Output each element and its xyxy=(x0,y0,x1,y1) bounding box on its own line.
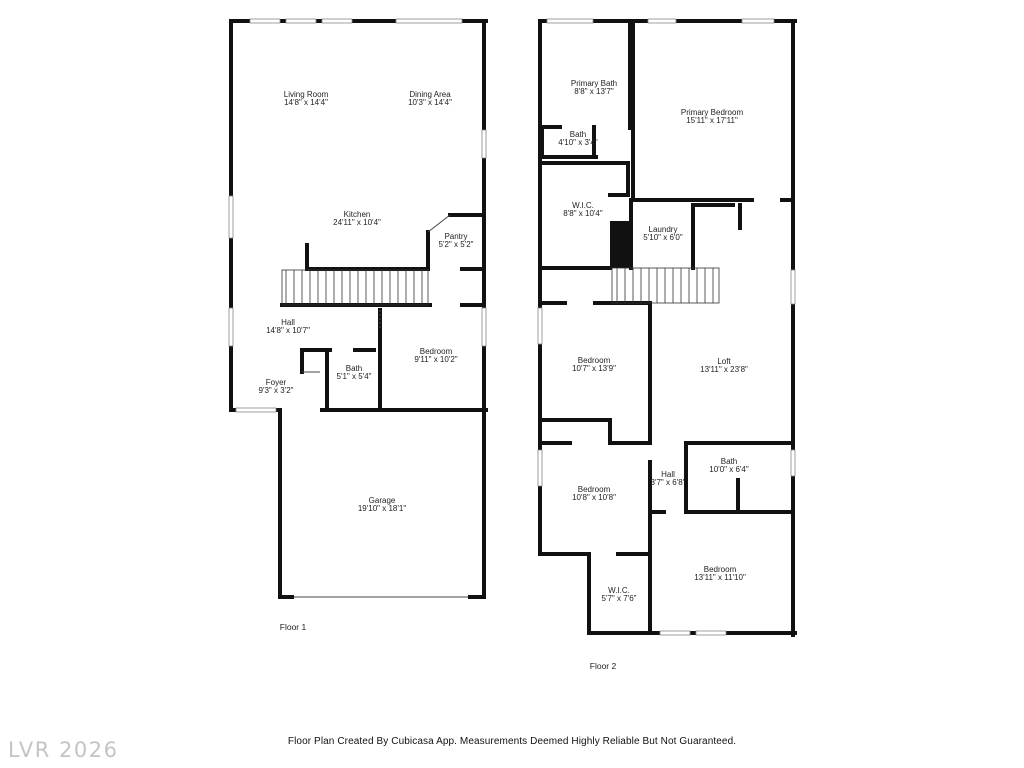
floor-2-plan: Primary Bath 8'8" x 13'7" Primary Bedroo… xyxy=(537,18,797,671)
floor-1-stairs xyxy=(281,269,429,306)
floor-2-stairs xyxy=(611,267,720,304)
room-name: Bedroom xyxy=(578,485,611,494)
room-name: Bath xyxy=(721,457,737,466)
room-dims: 5'7" x 7'6" xyxy=(602,594,637,603)
room-dims: 14'8" x 14'4" xyxy=(284,98,328,107)
floor-label: Floor 1 xyxy=(280,622,307,632)
room-dims: 24'11" x 10'4" xyxy=(333,218,381,227)
floor-1-plan: Living Room 14'8" x 14'4" Dining Area 10… xyxy=(228,18,488,632)
room-dims: 9'11" x 10'2" xyxy=(414,355,457,364)
room-dims: 13'11" x 11'10" xyxy=(694,573,746,582)
room-name: Bath xyxy=(346,364,362,373)
room-name: Pantry xyxy=(444,232,467,241)
room-name: Bedroom xyxy=(704,565,737,574)
room-dims: 15'11" x 17'11" xyxy=(686,116,738,125)
room-dims: 5'2" x 5'2" xyxy=(439,240,474,249)
room-name: Primary Bedroom xyxy=(681,108,744,117)
room-dims: 8'8" x 13'7" xyxy=(574,87,614,96)
floor-label: Floor 2 xyxy=(590,661,617,671)
room-dims: 4'10" x 3'4" xyxy=(558,138,598,147)
room-name: Foyer xyxy=(266,378,287,387)
room-name: Bath xyxy=(570,130,586,139)
room-dims: 9'3" x 3'2" xyxy=(259,386,294,395)
room-dims: 10'8" x 10'8" xyxy=(572,493,616,502)
watermark: LVR 2026 xyxy=(8,738,119,762)
room-dims: 3'7" x 6'8" xyxy=(651,478,686,487)
room-name: Garage xyxy=(369,496,396,505)
room-name: Laundry xyxy=(649,225,678,234)
room-name: Primary Bath xyxy=(571,79,617,88)
room-name: W.I.C. xyxy=(572,201,594,210)
room-name: Kitchen xyxy=(344,210,371,219)
room-name: Hall xyxy=(281,318,295,327)
room-dims: 19'10" x 18'1" xyxy=(358,504,406,513)
room-dims: 14'8" x 10'7" xyxy=(266,326,310,335)
room-dims: 10'3" x 14'4" xyxy=(408,98,452,107)
floor-2-walls xyxy=(538,19,797,637)
room-dims: 10'7" x 13'9" xyxy=(572,364,616,373)
floor-2-windows xyxy=(537,18,796,636)
closet-fill xyxy=(610,221,631,268)
room-dims: 13'11" x 23'8" xyxy=(700,365,748,374)
room-name: Loft xyxy=(717,357,731,366)
disclaimer-footer: Floor Plan Created By Cubicasa App. Meas… xyxy=(287,736,737,747)
floor-1-windows xyxy=(228,18,487,413)
room-name: Bedroom xyxy=(420,347,453,356)
room-name: Bedroom xyxy=(578,356,611,365)
room-name: Hall xyxy=(661,470,675,479)
room-name: Dining Area xyxy=(409,90,451,99)
room-dims: 5'10" x 6'0" xyxy=(643,233,683,242)
room-dims: 8'8" x 10'4" xyxy=(563,209,603,218)
room-name: Living Room xyxy=(284,90,329,99)
floor-1-thin-details xyxy=(294,214,468,598)
room-name: W.I.C. xyxy=(608,586,630,595)
room-dims: 5'1" x 5'4" xyxy=(337,372,372,381)
room-dims: 10'0" x 6'4" xyxy=(709,465,749,474)
